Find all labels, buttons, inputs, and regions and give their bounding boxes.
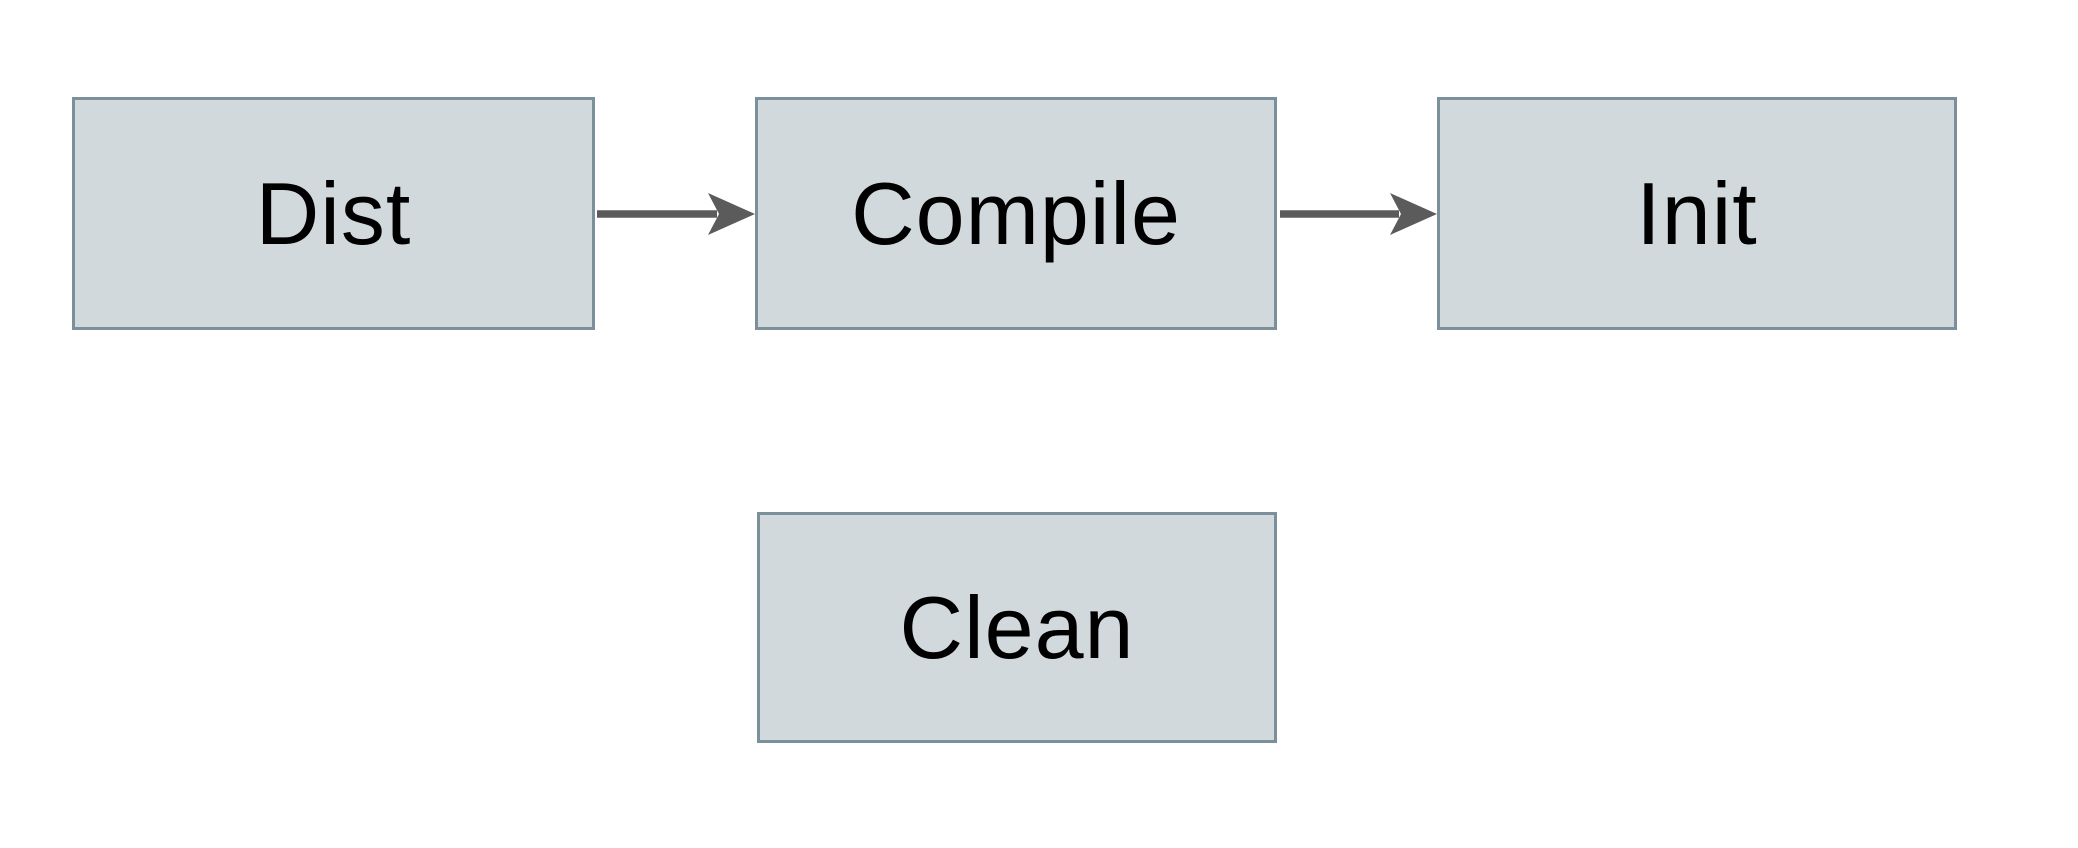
arrowhead-icon [1390,193,1437,235]
node-compile-label: Compile [851,163,1181,263]
arrowhead-icon [708,193,755,235]
arrow-dist-to-compile [597,193,755,235]
node-dist: Dist [72,97,595,330]
arrow-compile-to-init [1280,193,1437,235]
node-init-label: Init [1636,163,1758,263]
node-dist-label: Dist [255,163,412,263]
node-init: Init [1437,97,1957,330]
node-compile: Compile [755,97,1277,330]
node-clean-label: Clean [899,577,1135,677]
node-clean: Clean [757,512,1277,743]
